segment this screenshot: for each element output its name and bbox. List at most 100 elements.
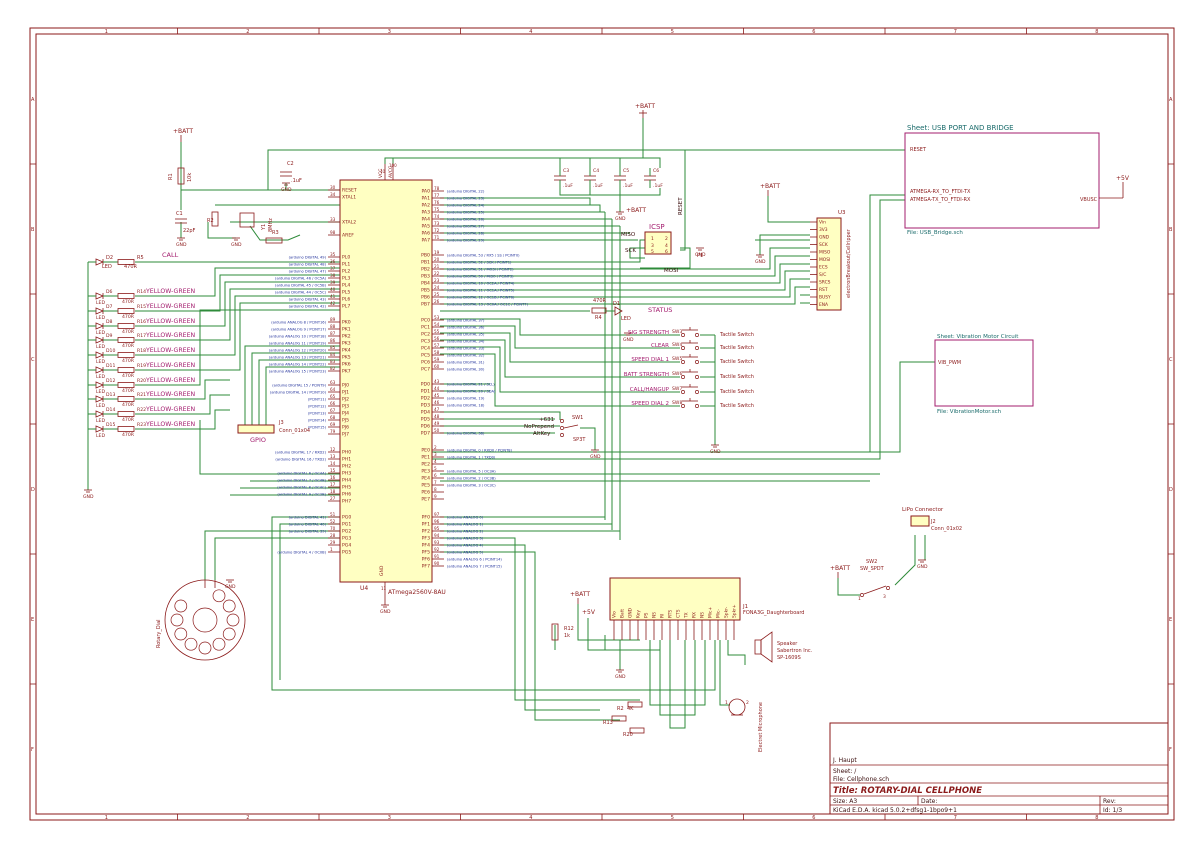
u3-pin-name: 3V3 (819, 227, 828, 233)
icsp-mosi: MOSI (664, 268, 679, 274)
batt-symbol-reset: +BATT (173, 128, 193, 142)
mcu-pin-num: 35 (330, 252, 336, 257)
gnd-label: GND (380, 609, 391, 615)
mcu-pin-num: 7 (434, 480, 437, 485)
mcu-pin-note: (arduino ANALOG 6 / PCINT14) (447, 557, 502, 561)
led-res-value: 470R (122, 417, 135, 423)
mcu-pin-note: (arduino DIGITAL 13 / OC0A / OC1C / PCIN… (447, 302, 529, 306)
switch-type: Tactile Switch (719, 374, 754, 380)
icsp-body (644, 231, 672, 255)
mcu-value: ATmega2560V-8AU (388, 589, 446, 596)
border-row-label: E (31, 617, 34, 623)
border-col-label: 3 (388, 29, 391, 35)
spdt-switch-sw2: SW2 SW_SPDT 1 3 (858, 559, 890, 602)
power-label-batt-3: +BATT (760, 183, 780, 190)
mcu-pin-name: PJ6 (342, 425, 349, 431)
sp3t-opt-2: NoPrepend (524, 424, 554, 430)
power-label-batt-4: +BATT (626, 207, 646, 214)
mcu-pin-name: PB4 (421, 281, 430, 287)
usb-pin-tx: ATMEGA-TX_TO_FTDI-RX (910, 197, 971, 203)
mcu-pin-note: (PCINT11) (308, 397, 327, 401)
mcu-pin-num: 85 (330, 345, 336, 350)
mcu-pin-name: PA4 (421, 217, 430, 223)
mcu-pin-name: PE2 (421, 462, 430, 468)
mcu-pin-note: (arduino DIGITAL 33) (447, 346, 485, 350)
capacitor-c2: C2 .1uF (280, 161, 302, 184)
r12-ref: R12 (564, 626, 574, 632)
led-res-ref: R23 (137, 422, 146, 428)
mic-label: Electret Microphone (758, 702, 764, 752)
led-res-value: 470R (122, 299, 135, 305)
led-resistor (117, 382, 135, 388)
dial-hole (226, 613, 240, 627)
mcu-pin-num: 14 (330, 461, 336, 466)
switch-contact (695, 404, 699, 408)
switch-ref: SW7 (672, 386, 682, 392)
cap-ref: C3 (563, 168, 569, 174)
mcu-pin-name: PC5 (421, 353, 430, 359)
mcu-pin-name: PH7 (342, 499, 351, 505)
mcu-pin-num: 38 (330, 273, 336, 278)
mcu-pin-num: 34 (330, 192, 336, 197)
icsp-title: ICSP (649, 223, 665, 231)
led-label: LED (96, 389, 105, 395)
gnd-label: GND (710, 449, 721, 455)
resistors-fona: R2 4K R13 R20 (603, 701, 645, 738)
vib-pin-pwm: VIB_PWM (938, 360, 961, 366)
led-d2-label: LED (102, 264, 112, 270)
switch-label: CALL/HANGUP (630, 387, 670, 393)
icsp-pin3: 3 (651, 243, 654, 249)
mcu-pin-name: PB5 (421, 288, 430, 294)
power-label-batt: +BATT (635, 103, 655, 110)
mcu-pin-name: PA3 (421, 210, 430, 216)
led-res-ref: R22 (137, 407, 146, 413)
rotary-dial: Rotary_Dial (156, 579, 246, 661)
mcu-pin-note: (arduino DIGITAL 1 / TXD0) (447, 455, 496, 459)
net-label-yellow-green: YELLOW-GREEN (145, 421, 195, 428)
mcu-pin-name: PK5 (342, 355, 351, 361)
lipo-connector-j2: LiPo Connector J2 Conn_01x02 (902, 507, 962, 532)
mcu-pin-name: PF2 (422, 529, 430, 535)
switch-contact (681, 390, 685, 394)
dial-hole (184, 637, 198, 651)
mcu-pin-name: PH3 (342, 471, 351, 477)
mcu-pin-name: PB3 (421, 274, 430, 280)
led-label: LED (96, 403, 105, 409)
mcu-pin-name: PK2 (342, 334, 351, 340)
j1-pin-name: CTS (676, 609, 682, 618)
mcu-pin-note: (arduino ANALOG 11 / PCINT19) (269, 341, 327, 345)
resistor-r3: R3 (265, 230, 283, 244)
mcu-pin-note: (arduino DIGITAL 45 / OC5B) (275, 283, 327, 287)
u3-pin-name: ECS (819, 265, 828, 271)
led-res-ref: R21 (137, 392, 146, 398)
mcu-pin-num: 18 (330, 489, 336, 494)
mcu-pin-note: (arduino DIGITAL 14 / PCINT10) (270, 390, 327, 394)
mcu-pin-name: PL5 (342, 290, 350, 296)
c1-value: 22pF (183, 228, 196, 234)
mcu-pin-num: 30 (330, 185, 336, 190)
j2-ref: J2 (930, 519, 936, 525)
mcu-pin-num: 56 (434, 336, 440, 341)
dial-hole (222, 627, 236, 641)
mcu-pin-name: PL2 (342, 269, 350, 275)
mcu-pin-num: 41 (330, 294, 336, 299)
led-resistor (117, 352, 135, 358)
mcu-pin-num: 92 (434, 547, 440, 552)
cap-ref: C4 (593, 168, 599, 174)
led-symbol (95, 395, 105, 403)
mcu-pin-name: PF6 (422, 557, 430, 563)
batt-symbol-cell: +BATT (760, 183, 780, 196)
mcu-pin-note: (arduino DIGITAL 26) (447, 217, 485, 221)
mcu-pin-name: PD4 (421, 410, 430, 416)
dial-hole (174, 599, 188, 613)
j1-pin-name: Key (636, 610, 642, 618)
mcu-pin-note: (arduino DIGITAL 43) (289, 297, 327, 301)
mcu-pin-name: PH4 (342, 478, 351, 484)
u3-pin-name: MISO (819, 250, 831, 256)
j1-pin-name: Spkr- (724, 606, 730, 618)
sheet-number: Sheet: / (833, 768, 857, 775)
usb-pin-reset: RESET (910, 147, 927, 153)
